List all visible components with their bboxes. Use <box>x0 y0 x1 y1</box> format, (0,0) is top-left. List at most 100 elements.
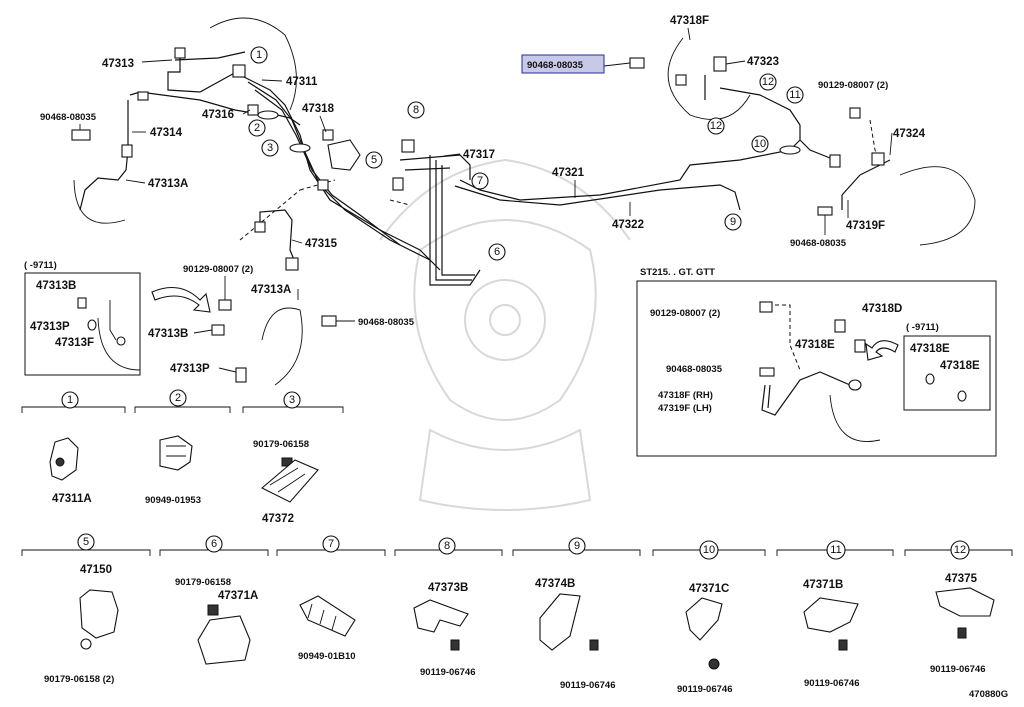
label-47313B-b: 47313B <box>148 328 188 340</box>
detail-callout-7: 7 <box>322 535 340 553</box>
detail-callout-2: 2 <box>169 389 187 407</box>
svg-text:12: 12 <box>954 544 966 556</box>
detail-label-47371A: 47371A <box>218 590 258 602</box>
inset-left-47313F: 47313F <box>55 337 94 349</box>
svg-text:6: 6 <box>211 538 217 550</box>
svg-text:1: 1 <box>256 49 262 61</box>
inset-left-47313P: 47313P <box>30 321 70 333</box>
inset-right-47319F-LH: 47319F (LH) <box>658 403 712 414</box>
svg-text:2: 2 <box>254 122 260 134</box>
detail-callout-3: 3 <box>283 391 301 409</box>
callout-11: 11 <box>786 86 804 104</box>
label-47313P-b: 47313P <box>170 363 210 375</box>
svg-text:2: 2 <box>175 392 181 404</box>
svg-text:3: 3 <box>289 394 295 406</box>
label-47311: 47311 <box>286 76 318 88</box>
main-callouts: 1 2 3 5 6 7 8 9 10 11 12 12 <box>248 46 804 261</box>
detail-parts <box>49 435 995 670</box>
label-47313: 47313 <box>102 58 134 70</box>
inset-right-box-47318E-2: 47318E <box>940 360 980 372</box>
detail-label-90179-06158-b: 90179-06158 <box>175 577 231 588</box>
inset-left: ( -9711) 47313B 47313P 47313F <box>24 260 141 376</box>
brake-backing-plates <box>73 17 976 442</box>
callout-12b: 12 <box>707 117 725 135</box>
detail-label-90119-06746-12: 90119-06746 <box>930 664 985 675</box>
label-47315: 47315 <box>305 238 338 250</box>
detail-label-47371B: 47371B <box>803 579 843 591</box>
detail-label-47311A: 47311A <box>52 493 92 505</box>
detail-brackets <box>21 406 1013 556</box>
inset-right-range: ( -9711) <box>906 322 939 333</box>
svg-text:12: 12 <box>762 76 774 88</box>
label-highlighted-90468[interactable]: 90468-08035 <box>527 60 584 71</box>
detail-label-90949-01953: 90949-01953 <box>145 495 201 506</box>
detail-callout-9: 9 <box>568 537 586 555</box>
detail-label-90119-06746-9: 90119-06746 <box>560 680 615 691</box>
detail-label-90119-06746-11: 90119-06746 <box>804 678 859 689</box>
callout-6: 6 <box>488 243 506 261</box>
detail-callout-6: 6 <box>205 535 223 553</box>
label-90129-b: 90129-08007 (2) <box>183 264 253 275</box>
detail-labels: 47311A 90949-01953 90179-06158 47372 471… <box>44 439 985 695</box>
detail-label-90119-06746-8: 90119-06746 <box>420 667 475 678</box>
highlighted-part[interactable]: 90468-08035 <box>521 54 605 74</box>
label-47317: 47317 <box>463 149 495 161</box>
callout-9: 9 <box>724 213 742 231</box>
svg-text:7: 7 <box>477 175 483 187</box>
inset-right-box-47318E-1: 47318E <box>910 343 950 355</box>
label-47316: 47316 <box>202 109 234 121</box>
detail-callout-11: 11 <box>826 540 846 560</box>
label-47318: 47318 <box>302 103 335 115</box>
brake-lines <box>79 51 891 286</box>
detail-callout-8: 8 <box>438 537 456 555</box>
svg-text:6: 6 <box>494 246 500 258</box>
svg-text:9: 9 <box>730 216 736 228</box>
callout-3: 3 <box>261 139 279 157</box>
label-47324: 47324 <box>893 128 926 140</box>
callout-10: 10 <box>751 135 769 153</box>
callout-2: 2 <box>248 119 266 137</box>
detail-label-47371C: 47371C <box>689 583 729 595</box>
callout-8: 8 <box>407 101 425 119</box>
detail-label-47373B: 47373B <box>428 582 468 594</box>
detail-label-47372: 47372 <box>262 513 294 525</box>
svg-text:11: 11 <box>789 89 800 101</box>
inset-left-range: ( -9711) <box>24 260 57 271</box>
label-90468-a: 90468-08035 <box>40 112 97 123</box>
watermark-emblem <box>379 158 631 511</box>
label-47323: 47323 <box>747 56 779 68</box>
detail-label-90119-06746-10: 90119-06746 <box>677 684 732 695</box>
svg-text:11: 11 <box>830 544 841 556</box>
inset-right-47318D: 47318D <box>862 303 902 315</box>
detail-label-90179-06158-a: 90179-06158 <box>253 439 309 450</box>
detail-label-47374B: 47374B <box>535 578 575 590</box>
svg-text:9: 9 <box>574 540 580 552</box>
main-labels: 47313 47311 47316 47318 90468-08035 4731… <box>40 15 926 375</box>
label-47322: 47322 <box>612 219 644 231</box>
detail-label-47150: 47150 <box>80 564 112 576</box>
callout-12a: 12 <box>759 73 777 91</box>
detail-callout-12: 12 <box>950 540 970 560</box>
label-47319F: 47319F <box>846 220 885 232</box>
fittings <box>71 47 885 383</box>
inset-left-47313B: 47313B <box>36 280 76 292</box>
detail-callout-1: 1 <box>61 391 79 409</box>
label-47321: 47321 <box>552 167 585 179</box>
label-47318F: 47318F <box>670 15 709 27</box>
label-90468-c: 90468-08035 <box>358 317 415 328</box>
detail-label-90949-01B10: 90949-01B10 <box>298 651 356 662</box>
svg-text:10: 10 <box>754 138 766 150</box>
inset-right-title: ST215. . GT. GTT <box>640 267 715 278</box>
svg-text:8: 8 <box>444 540 450 552</box>
detail-callout-10: 10 <box>699 540 719 560</box>
svg-text:10: 10 <box>703 544 715 556</box>
svg-text:8: 8 <box>413 104 419 116</box>
diagram-id: 470880G <box>969 689 1008 700</box>
detail-callout-5: 5 <box>77 533 95 551</box>
highlight-box[interactable] <box>521 54 605 74</box>
detail-callouts: 1 2 3 5 6 7 8 9 10 11 12 <box>61 389 970 560</box>
svg-text:1: 1 <box>67 394 73 406</box>
indicator-arrows <box>151 286 899 361</box>
svg-text:12: 12 <box>710 120 722 132</box>
